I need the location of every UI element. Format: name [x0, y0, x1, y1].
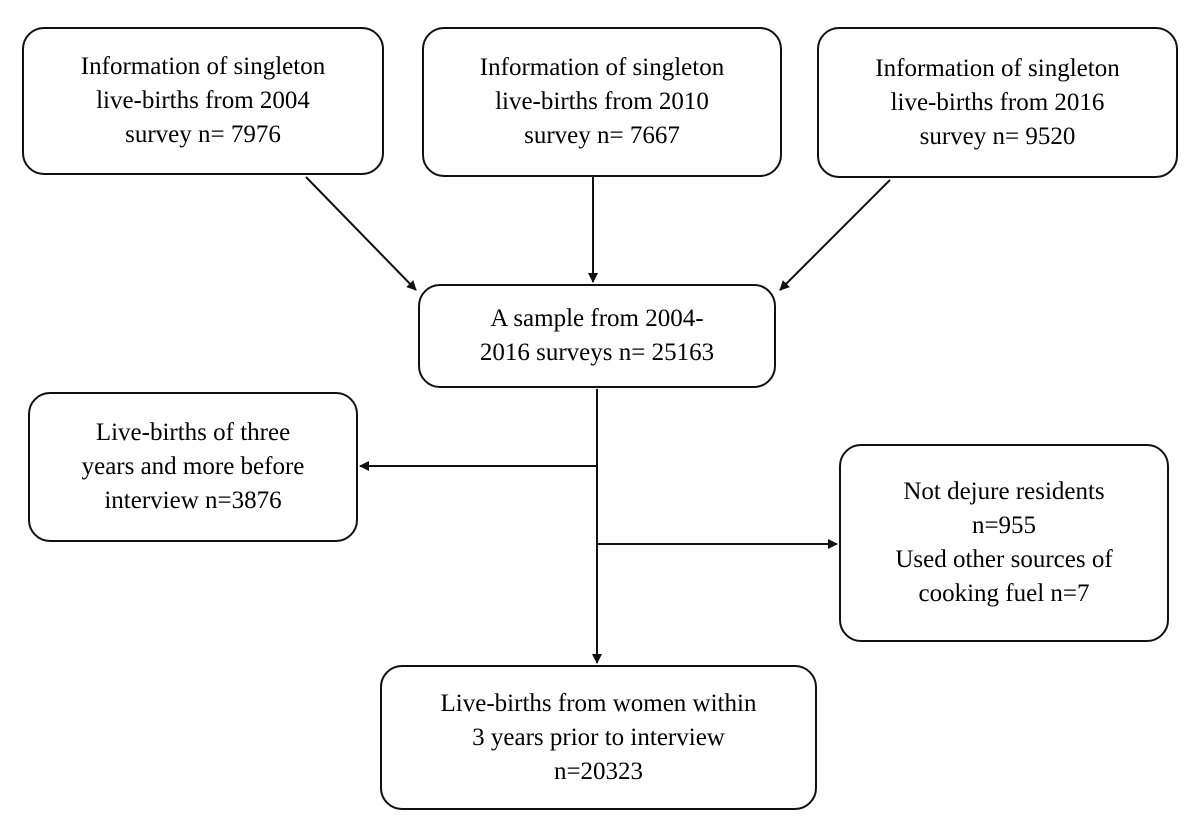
- excluded-residents-fuel-box: Not dejure residents n=955 Used other so…: [839, 444, 1169, 642]
- survey-2016-line-1: Information of singleton: [875, 54, 1120, 82]
- sample-line-1: A sample from 2004-: [490, 305, 704, 332]
- survey-2010-line-2: live-births from 2010: [495, 88, 709, 115]
- survey-2016-box: Information of singleton live-births fro…: [817, 27, 1178, 178]
- survey-2010-line-1: Information of singleton: [479, 54, 725, 81]
- final-sample-box: Live-births from women within 3 years pr…: [380, 665, 817, 810]
- arrow-2004-to-sample: [305, 176, 417, 291]
- final-line-2: 3 years prior to interview: [472, 723, 725, 751]
- excluded-right-line-1: Not dejure residents: [903, 478, 1105, 505]
- survey-2004-box: Information of singleton live-births fro…: [22, 27, 384, 175]
- excluded-older-births-box: Live-births of three years and more befo…: [28, 392, 358, 542]
- excluded-left-line-1: Live-births of three: [95, 419, 291, 446]
- excluded-right-line-3: Used other sources of: [895, 546, 1113, 573]
- combined-sample-box: A sample from 2004- 2016 surveys n= 2516…: [418, 284, 776, 388]
- excluded-right-line-2: n=955: [971, 512, 1037, 539]
- survey-2016-line-3: survey n= 9520: [919, 122, 1076, 150]
- survey-2010-box: Information of singleton live-births fro…: [422, 27, 782, 177]
- survey-2004-line-3: survey n= 7976: [125, 121, 281, 148]
- sample-line-2: 2016 surveys n= 25163: [479, 339, 715, 366]
- survey-2004-line-1: Information of singleton: [80, 53, 326, 80]
- survey-2004-line-2: live-births from 2004: [96, 87, 310, 114]
- excluded-left-line-3: interview n=3876: [104, 487, 282, 514]
- excluded-left-line-2: years and more before: [81, 453, 305, 480]
- final-line-1: Live-births from women within: [440, 689, 757, 717]
- arrow-2016-to-sample: [779, 179, 891, 291]
- survey-2016-line-2: live-births from 2016: [890, 88, 1105, 116]
- survey-2010-line-3: survey n= 7667: [524, 122, 680, 149]
- excluded-right-line-4: cooking fuel n=7: [918, 580, 1090, 607]
- final-line-3: n=20323: [553, 757, 644, 785]
